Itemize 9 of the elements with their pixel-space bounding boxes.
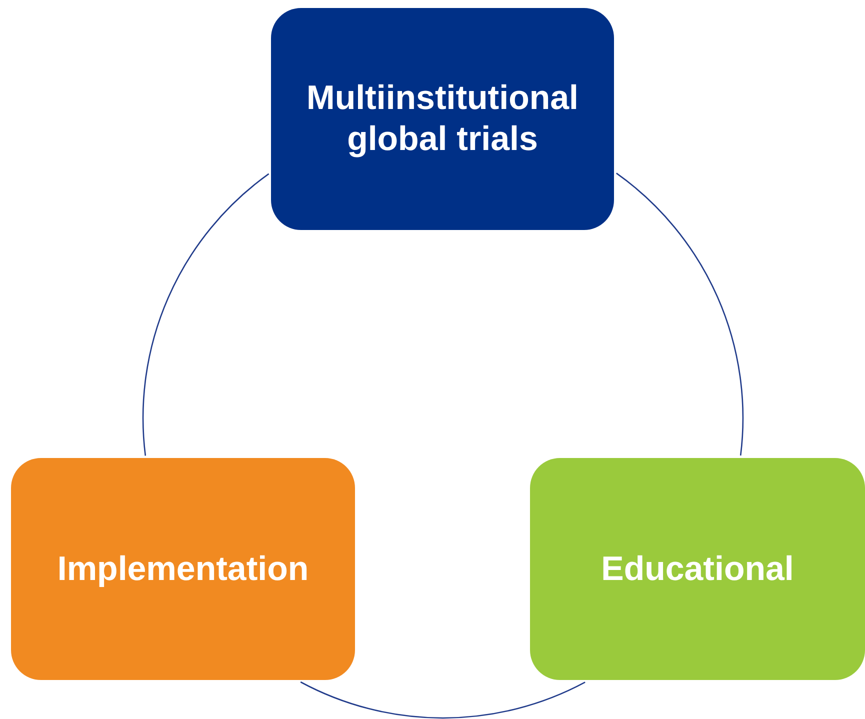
box-label: Implementation: [57, 548, 309, 590]
rounded-box: [271, 8, 614, 230]
rounded-box: [530, 458, 865, 680]
connector-arc: [142, 173, 270, 456]
connector-arc: [300, 681, 586, 719]
box-label: Educational: [601, 548, 794, 590]
box-label: Multiinstitutional global trials: [306, 78, 580, 160]
rounded-box: [11, 458, 355, 680]
connector-arc: [616, 172, 744, 456]
